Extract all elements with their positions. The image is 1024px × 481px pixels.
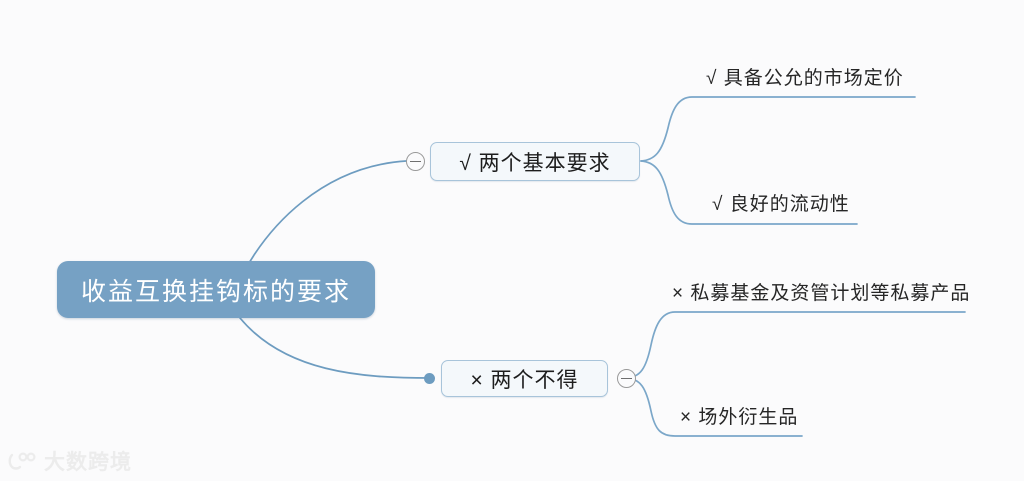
edge-branch-1-to-leaf-1 — [640, 96, 916, 162]
edge-root-to-branch-2 — [239, 317, 431, 379]
edge-branch-2-to-leaf-3 — [626, 311, 966, 379]
leaf-node-good-liquidity[interactable]: √ 良好的流动性 — [706, 189, 856, 220]
leaf-node-fair-market-pricing[interactable]: √ 具备公允的市场定价 — [700, 63, 910, 94]
minus-circle-icon[interactable] — [617, 369, 636, 388]
root-node-label: 收益互换挂钩标的要求 — [80, 277, 351, 306]
watermark: 大数跨境 — [8, 446, 132, 476]
root-node[interactable]: 收益互换挂钩标的要求 — [57, 261, 375, 318]
leaf-node-otc-derivatives[interactable]: × 场外衍生品 — [674, 402, 804, 433]
minus-circle-icon[interactable] — [406, 152, 425, 171]
dashu-logo-icon — [8, 452, 36, 470]
leaf-node-3-label: × 私募基金及资管计划等私募产品 — [672, 283, 971, 304]
leaf-node-private-fund-products[interactable]: × 私募基金及资管计划等私募产品 — [666, 278, 976, 309]
branch-node-2-label: × 两个不得 — [470, 368, 579, 392]
leaf-node-2-label: √ 良好的流动性 — [712, 194, 850, 215]
leaf-node-1-label: √ 具备公允的市场定价 — [706, 68, 904, 89]
branch-node-two-prohibitions[interactable]: × 两个不得 — [441, 360, 608, 397]
connector-dot-icon — [424, 373, 435, 384]
leaf-node-4-label: × 场外衍生品 — [680, 407, 799, 428]
branch-node-1-label: √ 两个基本要求 — [459, 151, 611, 175]
branch-node-two-basic-requirements[interactable]: √ 两个基本要求 — [430, 142, 640, 181]
watermark-label: 大数跨境 — [44, 451, 132, 474]
